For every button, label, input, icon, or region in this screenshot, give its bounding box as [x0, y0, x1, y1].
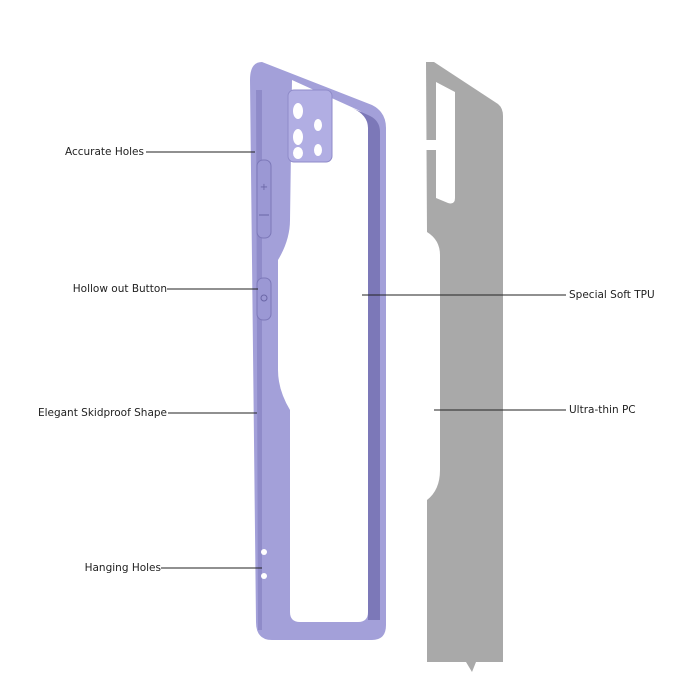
tpu-case: +: [250, 62, 386, 640]
pc-sheet: [426, 62, 503, 672]
callout-accurate-holes: Accurate Holes: [64, 146, 144, 158]
callout-hanging-holes: Hanging Holes: [84, 562, 161, 574]
leader-lines: [146, 151, 566, 569]
callout-hollow-out-button: Hollow out Button: [72, 283, 167, 295]
svg-text:+: +: [260, 182, 268, 193]
callout-special-soft-tpu: Special Soft TPU: [569, 289, 655, 301]
callout-ultra-thin-pc: Ultra-thin PC: [569, 404, 636, 416]
callout-elegant-skidproof-shape: Elegant Skidproof Shape: [37, 407, 167, 419]
